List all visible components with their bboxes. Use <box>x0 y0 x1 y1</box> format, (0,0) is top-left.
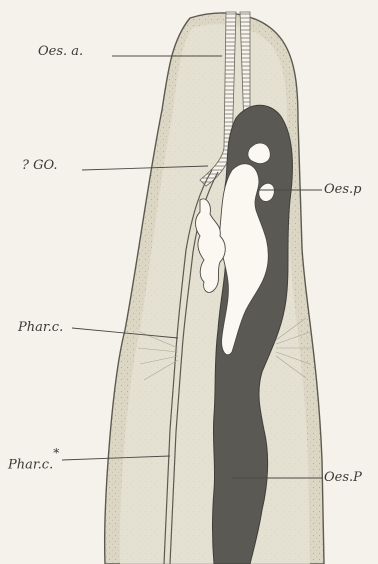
label-oes-p-upper: Oes.p <box>324 183 361 196</box>
label-phar-c-star: Phar.c.* <box>8 453 59 471</box>
label-phar-c-star-mark: * <box>53 446 59 460</box>
label-oes-a: Oes. a. <box>38 45 83 58</box>
label-oes-p-lower: Oes.P <box>324 471 362 484</box>
label-go: ? GO. <box>22 159 58 172</box>
label-phar-c: Phar.c. <box>18 321 63 334</box>
label-phar-c-star-text: Phar.c. <box>8 457 53 472</box>
